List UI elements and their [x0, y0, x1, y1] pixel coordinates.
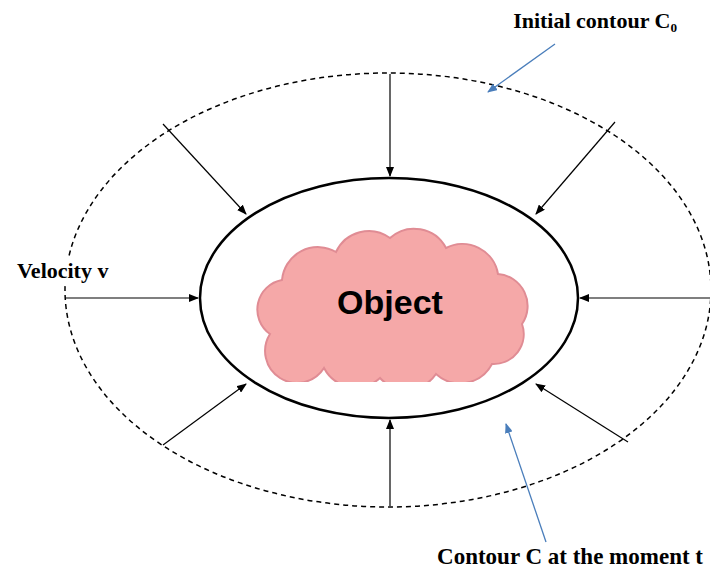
current-contour: [200, 178, 578, 418]
object-label: Object: [337, 283, 443, 322]
contour-label: Initial contour C₀: [510, 8, 680, 34]
object-cloud: Object: [240, 222, 540, 382]
velocity-label: Velocity v: [14, 258, 111, 284]
leader-line: [488, 44, 555, 92]
leader-line: [506, 424, 546, 542]
initial-contour: [65, 73, 710, 507]
contour-label: Contour C at the moment t: [434, 544, 706, 570]
velocity-arrows: [66, 74, 710, 506]
